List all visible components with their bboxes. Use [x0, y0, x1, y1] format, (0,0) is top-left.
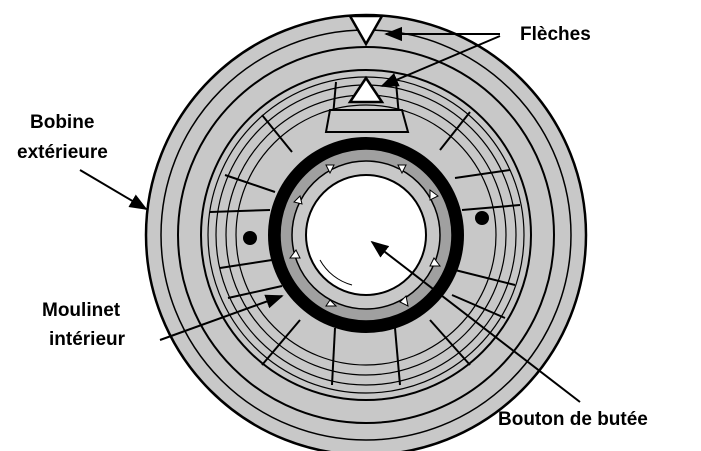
outer-spool-leader: [79, 169, 148, 210]
inner-reel-label-line1: Moulinet: [42, 300, 121, 321]
outer-spool-label-line1: Bobine: [30, 112, 94, 133]
stop-button-label: Bouton de butée: [498, 409, 648, 430]
right-dot: [475, 211, 489, 225]
stop-button-leader: [370, 240, 581, 403]
arrows-leader-inner: [380, 35, 501, 87]
inner-arrow-icon: [347, 75, 385, 104]
arrows-label: Flèches: [520, 24, 591, 45]
left-dot: [243, 231, 257, 245]
outer-arrow-icon: [347, 14, 385, 47]
inner-reel-label-line2: intérieur: [49, 329, 126, 350]
stop-button[interactable]: [305, 174, 427, 296]
inner-reel-leader: [159, 294, 284, 341]
outer-spool-label-line2: extérieure: [17, 142, 108, 163]
